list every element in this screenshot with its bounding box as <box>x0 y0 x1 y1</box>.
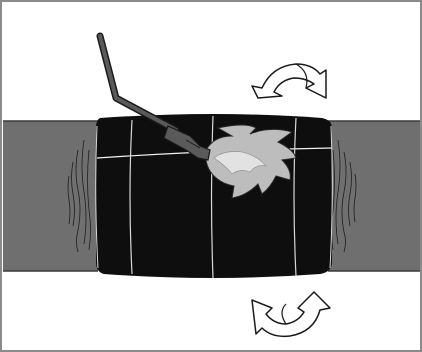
rotate-arrow-icon-top <box>251 63 327 99</box>
torch-handle-highlight <box>98 34 178 132</box>
pipe-right-section <box>328 121 420 271</box>
adhesive-wrinkles-left <box>67 139 91 253</box>
torch-icon <box>96 32 211 161</box>
heat-shrink-sleeve <box>95 114 333 279</box>
sleeve-fold-right <box>293 117 297 277</box>
torch-nozzle <box>163 125 211 161</box>
pipe <box>3 120 420 272</box>
sleeve-edge-left <box>95 125 99 269</box>
flame-icon <box>205 124 297 199</box>
rotate-arrow-icon-bottom <box>251 291 331 338</box>
sleeve-fold-left <box>129 119 133 275</box>
sleeve-fold-center <box>210 115 214 279</box>
flame-inner <box>213 151 267 175</box>
pipe-left-section <box>3 121 98 271</box>
sleeve-edge-right <box>329 125 333 269</box>
